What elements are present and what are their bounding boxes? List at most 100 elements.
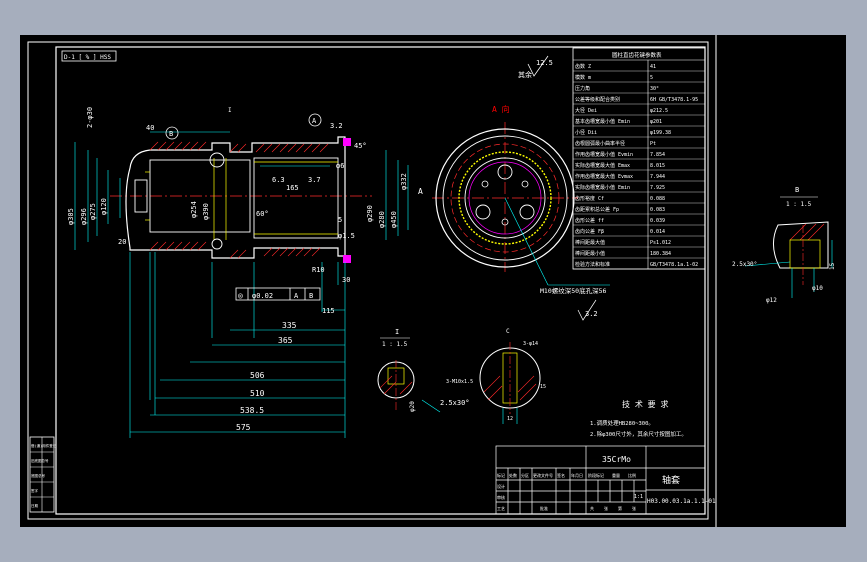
side-stamp-1: 旧底图总号 (31, 458, 49, 463)
parameter-name: 齿数 Z (575, 63, 591, 70)
dim-phi280: φ280 (378, 211, 386, 228)
thread-marker-top (343, 138, 351, 146)
parameter-value: φ201 (650, 119, 662, 125)
thread-note: M10螺纹深50底孔深56 (540, 286, 606, 295)
parameter-name: 压力角 (575, 85, 590, 92)
dim-3-7: 3.7 (308, 176, 321, 184)
drawing-paper (20, 35, 846, 527)
parameter-name: 检验方法和标准 (575, 261, 610, 268)
dim-115: 115 (322, 307, 335, 315)
side-stamp-0: 借(通)用件登记 (31, 443, 57, 448)
dim-335: 335 (282, 321, 297, 330)
parameter-value: 0.014 (650, 229, 665, 235)
gdt-symbol: ◎ (238, 291, 243, 300)
detail-b-15: 15 (829, 262, 836, 270)
parameter-name: 作用齿槽宽最小值 Evmin (575, 151, 633, 158)
parameter-value: 0.039 (650, 218, 665, 224)
section-hatching (149, 141, 329, 259)
parameter-value: 0.088 (650, 196, 665, 202)
dim-365: 365 (278, 336, 293, 345)
datum-markers: B A A I (165, 107, 423, 196)
inner-bore (149, 159, 251, 233)
thread-marker-bottom (343, 255, 351, 263)
left-keyway (134, 179, 148, 213)
parameter-name: 齿根圆弧最小曲率半径 (575, 140, 625, 147)
detail-b-chamfer: 2.5x30° (732, 261, 757, 268)
dim-510: 510 (250, 389, 265, 398)
surface-finish-general: 12.5 其余 (518, 55, 553, 79)
detail-i-chamfer: 2.5x30° (440, 399, 470, 407)
outer-frame (27, 41, 709, 520)
section-i-scale: 1 : 1.5 (382, 341, 408, 348)
tech-req-item-2: 2.除φ300尺寸外，其余尺寸按图加工。 (590, 430, 687, 438)
parameter-value: GB/T3478.1a.1-02 (650, 262, 698, 268)
side-stamp-4: 日期 (31, 503, 38, 508)
diameter-texts: φ305 φ296 φ275 φ120 φ390 φ450 φ280 φ290 … (67, 173, 408, 228)
dim-165: 165 (286, 184, 299, 192)
parameter-value: 5 (650, 75, 653, 81)
dim-3-2: 3.2 (330, 122, 343, 130)
small-dimension-texts: 40 2-φ30 20 5 φ1.5 3.2 165 3.7 R10 115 3… (86, 107, 367, 315)
tb-label-zone: 分区 (521, 472, 529, 478)
datum-a-label: A (312, 117, 317, 125)
end-view-a: A 向 M10螺纹深50底孔深56 3.2 (432, 104, 610, 321)
parameter-value: φ199.38 (650, 130, 671, 136)
section-arrow-a-label: A (418, 187, 423, 196)
dim-phi296: φ296 (80, 208, 88, 225)
tb-role-approve: 批准 (540, 505, 548, 511)
parameter-value: 7.854 (650, 152, 665, 158)
detail-c-holes: 3-φ14 (523, 341, 538, 347)
section-i-marker: I (228, 107, 232, 114)
detail-c-15: 15 (540, 384, 546, 390)
top-left-label-box (61, 50, 117, 62)
side-stamp: 借(通)用件登记 旧底图总号 底图总号 签字 日期 (29, 436, 57, 513)
dim-phi450: φ450 (390, 211, 398, 228)
dim-45deg: 45° (354, 142, 367, 150)
surface-finish-note: 其余 (518, 70, 532, 79)
tech-req-item-1: 1.调质处理HB280~300。 (590, 419, 654, 427)
parameter-value: 30° (650, 86, 659, 92)
parameter-value: 180.384 (650, 251, 671, 257)
parameter-name: 大径 Dei (575, 107, 597, 114)
dim-20: 20 (118, 238, 126, 246)
section-b-scale: 1 : 1.5 (786, 201, 812, 208)
gdt-datum-a: A (294, 292, 299, 300)
parameter-name: 小径 Dii (575, 129, 597, 136)
dim-6-3: 6.3 (272, 176, 285, 184)
tb-label-count: 处数 (509, 472, 517, 478)
dimension-lines (74, 131, 409, 438)
part-name: 轴套 (662, 474, 680, 486)
detail-b-phi12: φ12 (766, 297, 777, 304)
dim-phi6: φ6 (336, 162, 344, 170)
material: 35CrMo (602, 455, 631, 464)
dim-phi305: φ305 (67, 208, 75, 225)
drawing-number: H03.00.03.1a.1.1-01 (647, 498, 716, 505)
tech-req-title: 技 术 要 求 (622, 399, 668, 409)
detail-b-phi10: φ10 (812, 285, 823, 292)
dim-phi332: φ332 (400, 173, 408, 190)
dim-phi254: φ254 (190, 201, 198, 218)
radial-hole-bottom (211, 238, 223, 250)
thread-roughness: 3.2 (585, 310, 598, 318)
tb-stage: 阶段标记 (588, 472, 604, 478)
parameter-name: 齿形裕度 Cf (575, 195, 604, 202)
top-left-label: D-1 [ % ] HSS (64, 54, 111, 61)
tb-role-design: 设计 (497, 483, 505, 489)
main-section-view (110, 136, 372, 263)
parameter-name: 实际齿槽宽最大值 Emax (575, 162, 630, 169)
side-stamp-2: 底图总号 (31, 473, 45, 478)
parameter-name: 模数 m (575, 74, 591, 81)
parameter-name: 作用齿槽宽最大值 Evmax (575, 173, 633, 180)
gdt-value: φ0.02 (252, 292, 273, 300)
dim-r10: R10 (312, 266, 325, 274)
section-c-title: C (506, 328, 510, 335)
parameter-name: 齿形公差 ff (575, 217, 604, 224)
section-c-detail: C 3-φ14 3-M10x1.5 15 12 (446, 328, 546, 424)
datum-b-label: B (169, 130, 173, 138)
tb-label-mark: 标记 (497, 472, 505, 478)
tb-role-review: 审核 (497, 494, 505, 500)
dim-2-30: 2-φ30 (86, 107, 94, 128)
radial-hole-top (209, 152, 225, 168)
